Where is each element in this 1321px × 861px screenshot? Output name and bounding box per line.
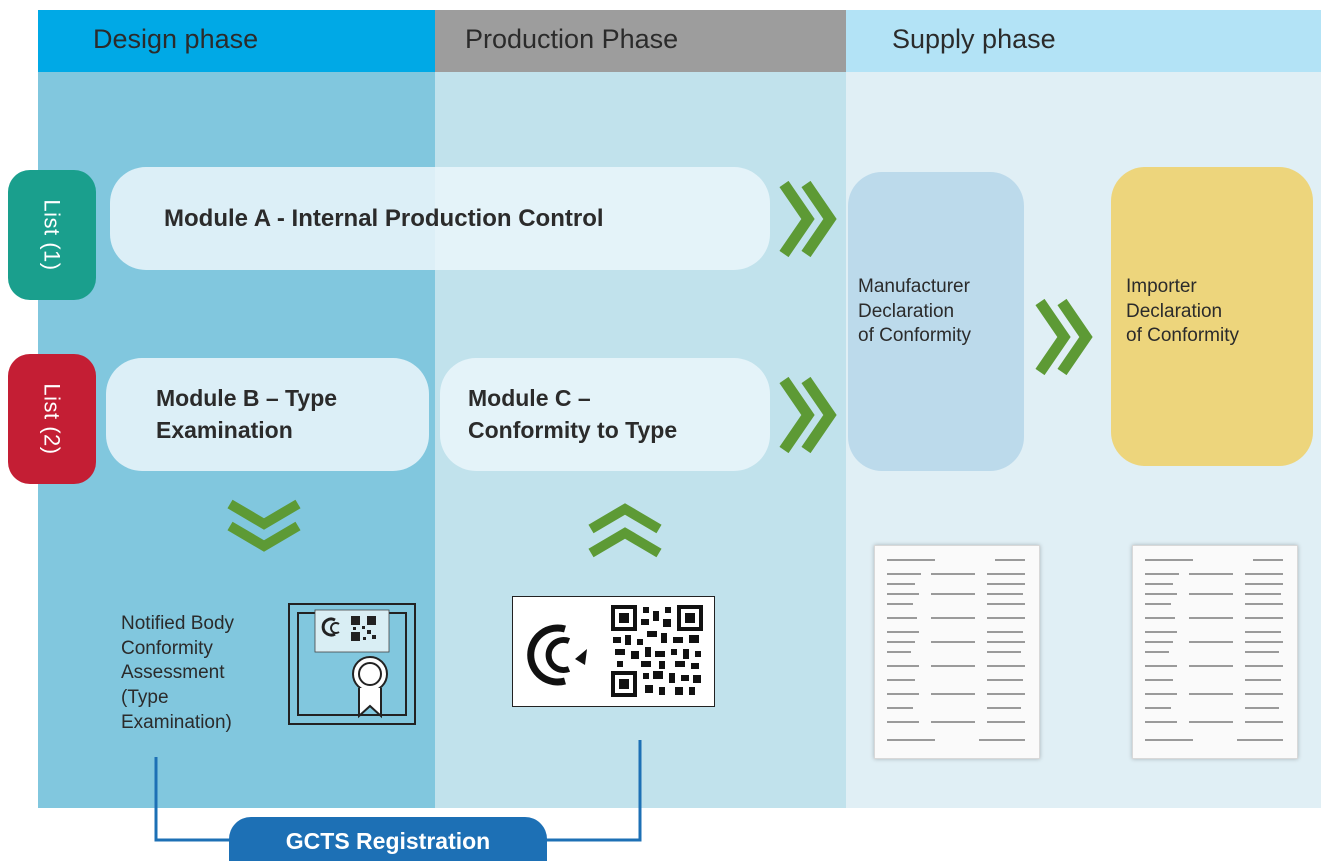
qr-code-icon (611, 605, 703, 697)
document-icon (887, 559, 1025, 741)
module-a-label: Module A - Internal Production Control (164, 204, 604, 232)
module-b-box: Module B – Type Examination (106, 358, 429, 471)
notified-body-line-1: Notified Body (121, 613, 235, 634)
supply-phase-header: Supply phase (846, 10, 1321, 72)
notified-body-line-5: Examination) (121, 711, 232, 733)
importer-declaration-document (1132, 545, 1298, 759)
notified-body-line-4: (Type (121, 687, 169, 709)
importer-declaration-line-3: of Conformity (1126, 325, 1239, 347)
manufacturer-declaration-line-2: Declaration (858, 300, 955, 322)
importer-declaration-line-1: Importer (1126, 276, 1197, 297)
double-chevron-right-icon (1035, 298, 1093, 376)
conformity-mark-icon (527, 624, 587, 686)
double-chevron-up-icon (588, 503, 662, 558)
manufacturer-declaration-document (874, 545, 1040, 759)
list-1-tab: List (1) (8, 170, 96, 300)
list-1-label: List (1) (40, 199, 65, 271)
module-c-label-line-2: Conformity to Type (468, 416, 678, 443)
module-a-box: Module A - Internal Production Control (110, 167, 770, 270)
production-phase-header: Production Phase (435, 10, 846, 72)
manufacturer-declaration-box: Manufacturer Declaration of Conformity (848, 172, 1024, 471)
importer-declaration-box: Importer Declaration of Conformity (1111, 167, 1313, 466)
notified-body-line-3: Assessment (121, 662, 225, 684)
double-chevron-right-icon (779, 376, 837, 454)
list-2-tab: List (2) (8, 354, 96, 484)
design-phase-header: Design phase (38, 10, 435, 72)
certificate-icon (288, 603, 416, 725)
module-b-label-line-2: Examination (156, 416, 293, 443)
list-2-label: List (2) (40, 383, 65, 455)
module-c-label-line-1: Module C – (468, 385, 591, 412)
document-icon (1145, 559, 1283, 741)
module-c-box: Module C – Conformity to Type (440, 358, 770, 471)
module-b-label-line-1: Module B – Type (156, 385, 338, 412)
gcts-registration-badge: GCTS Registration (229, 817, 547, 861)
importer-declaration-line-2: Declaration (1126, 300, 1223, 322)
notified-body-line-2: Conformity (121, 637, 213, 659)
conformity-mark-box (512, 596, 715, 707)
double-chevron-down-icon (227, 499, 301, 552)
manufacturer-declaration-line-3: of Conformity (858, 325, 971, 347)
manufacturer-declaration-line-1: Manufacturer (858, 276, 970, 297)
notified-body-text: Notified Body Conformity Assessment (Typ… (121, 612, 271, 735)
double-chevron-right-icon (779, 180, 837, 258)
